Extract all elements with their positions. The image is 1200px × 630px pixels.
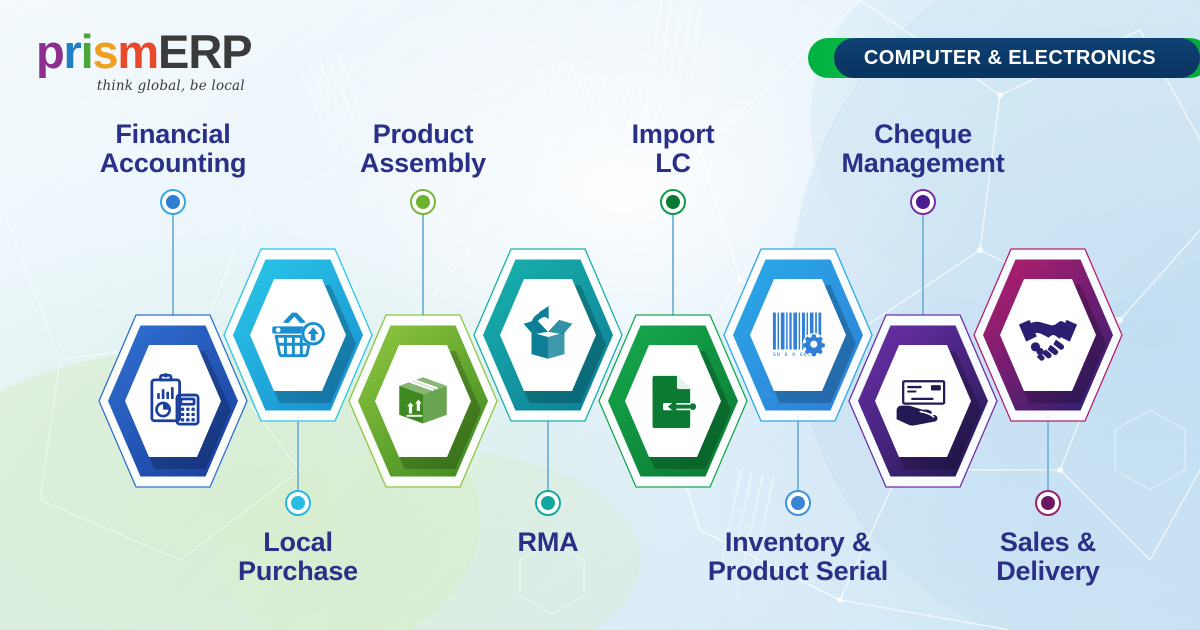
module-dot-core [791, 496, 805, 510]
module-dot-core [416, 195, 430, 209]
module-dot-local-purchase[interactable] [285, 490, 311, 516]
connector-line [422, 202, 424, 321]
module-hexagon-local-purchase[interactable] [218, 243, 378, 427]
connector-line [172, 202, 174, 321]
module-label-product-assembly: Product Assembly [360, 119, 486, 178]
hand-cheque-icon [896, 380, 946, 426]
shopping-basket-icon [272, 312, 326, 358]
handshake-icon [1018, 319, 1078, 361]
svg-text:SN 8 9 8653: SN 8 9 8653 [773, 352, 815, 358]
module-hexagon-financial-accounting[interactable] [93, 309, 253, 493]
module-dot-core [666, 195, 680, 209]
brand-logo: prismERP think global, be local [36, 25, 253, 94]
module-label-cheque-management: Cheque Management [841, 119, 1005, 178]
hexagon-inner [750, 279, 846, 391]
logo-letter-p: p [36, 25, 65, 78]
connector-line [672, 202, 674, 321]
module-hexagon-sales-delivery[interactable] [968, 243, 1128, 427]
clipboard-calculator-icon [150, 373, 200, 426]
module-dot-financial-accounting[interactable] [160, 189, 186, 215]
logo-letter-m: m [117, 25, 159, 78]
module-dot-cheque-management[interactable] [910, 189, 936, 215]
barcode-gear-icon: SN 8 9 8653 [772, 312, 826, 358]
connector-line [797, 415, 799, 503]
module-label-local-purchase: Local Purchase [238, 527, 358, 586]
module-label-sales-delivery: Sales & Delivery [996, 527, 1100, 586]
module-hexagon-import-lc[interactable] [593, 309, 753, 493]
connector-line [1047, 415, 1049, 503]
module-hexagon-inventory-product-serial[interactable]: SN 8 9 8653 [718, 243, 878, 427]
connector-line [297, 415, 299, 503]
module-label-rma: RMA [517, 527, 579, 557]
logo-wordmark: prismERP [36, 25, 253, 78]
banner-title: COMPUTER & ELECTRONICS [863, 46, 1156, 69]
module-dot-core [541, 496, 555, 510]
module-dot-product-assembly[interactable] [410, 189, 436, 215]
banner-navy-plate: COMPUTER & ELECTRONICS [833, 38, 1200, 78]
module-hexagon-cheque-management[interactable] [843, 309, 1003, 493]
module-dot-core [291, 496, 305, 510]
module-dot-core [916, 195, 930, 209]
module-dot-sales-delivery[interactable] [1035, 490, 1061, 516]
module-dot-core [166, 195, 180, 209]
module-label-inventory-product-serial: Inventory & Product Serial [707, 527, 889, 586]
module-dot-core [1041, 496, 1055, 510]
logo-letter-s: s [92, 25, 118, 78]
logo-letter-r: r [63, 25, 82, 78]
open-box-return-icon [523, 305, 573, 359]
logo-suffix-erp: ERP [158, 25, 253, 78]
module-dot-import-lc[interactable] [660, 189, 686, 215]
hexagon-inner [500, 279, 596, 391]
category-banner: COMPUTER & ELECTRONICS [807, 38, 1200, 78]
logo-tagline: think global, be local [96, 78, 245, 94]
module-hexagon-product-assembly[interactable] [343, 309, 503, 493]
package-box-icon [399, 377, 447, 424]
document-import-icon [652, 375, 697, 429]
connector-line [547, 415, 549, 503]
hexagon-inner [875, 345, 971, 457]
module-label-import-lc: Import LC [631, 119, 715, 178]
module-dot-rma[interactable] [535, 490, 561, 516]
hexagon-inner [125, 345, 221, 457]
logo-letter-i: i [80, 25, 94, 78]
connector-line [922, 202, 924, 321]
module-label-financial-accounting: Financial Accounting [99, 119, 247, 178]
module-hexagon-rma[interactable] [468, 243, 628, 427]
module-dot-inventory-product-serial[interactable] [785, 490, 811, 516]
